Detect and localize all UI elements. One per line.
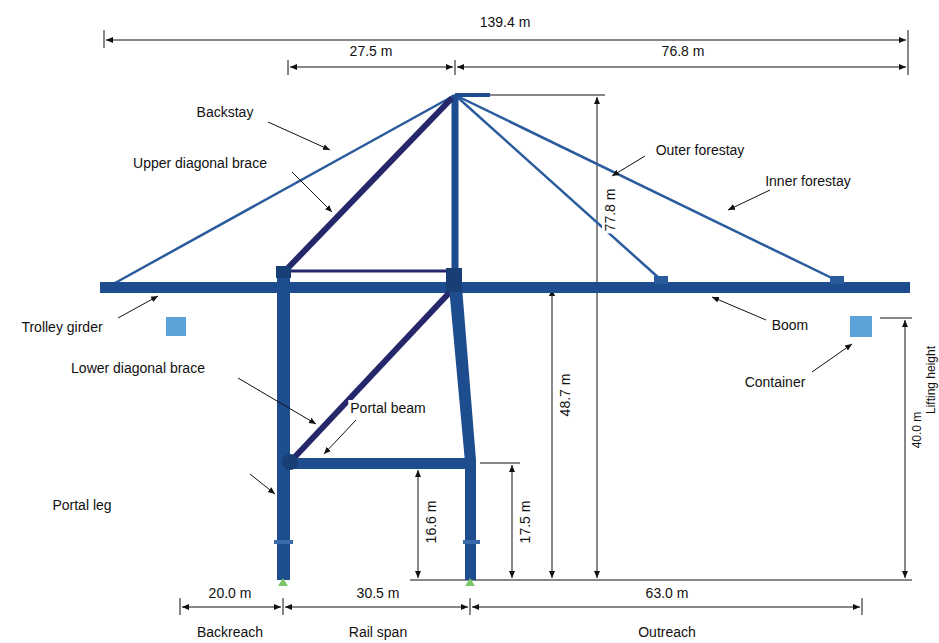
part-name: Container	[743, 374, 808, 390]
dimension-text: 77.8 m	[602, 187, 618, 234]
dimension-text: 76.8 m	[660, 43, 707, 59]
dimension-text: 48.7 m	[557, 372, 573, 419]
leader-lines	[118, 122, 852, 494]
part-name: Lower diagonal brace	[69, 360, 207, 376]
part-name: Portal beam	[348, 400, 427, 416]
dimension-text: 27.5 m	[348, 43, 395, 59]
dimension-text: 139.4 m	[478, 14, 533, 30]
part-name: Outreach	[636, 624, 698, 640]
part-name: Boom	[770, 317, 811, 333]
part-name: Upper diagonal brace	[131, 155, 269, 171]
dimension-text: 40.0 m	[909, 410, 925, 451]
dimension-lines	[104, 30, 912, 615]
part-name: Outer forestay	[654, 142, 747, 158]
dimension-text: 63.0 m	[644, 585, 691, 601]
dimension-text: 16.6 m	[423, 499, 439, 546]
part-name: Portal leg	[50, 497, 113, 513]
crane-structure	[100, 95, 910, 586]
part-name: Rail span	[347, 624, 409, 640]
part-name: Trolley girder	[19, 319, 104, 335]
container-box	[166, 317, 186, 336]
part-name: Backreach	[195, 624, 265, 640]
part-name: Backstay	[195, 104, 256, 120]
dimension-text: 17.5 m	[517, 499, 533, 546]
dimension-text: 30.5 m	[355, 585, 402, 601]
part-name: Lifting height	[923, 344, 939, 416]
container-box	[850, 316, 872, 337]
stays	[115, 95, 838, 283]
dimension-text: 20.0 m	[207, 585, 254, 601]
part-name: Inner forestay	[763, 173, 853, 189]
